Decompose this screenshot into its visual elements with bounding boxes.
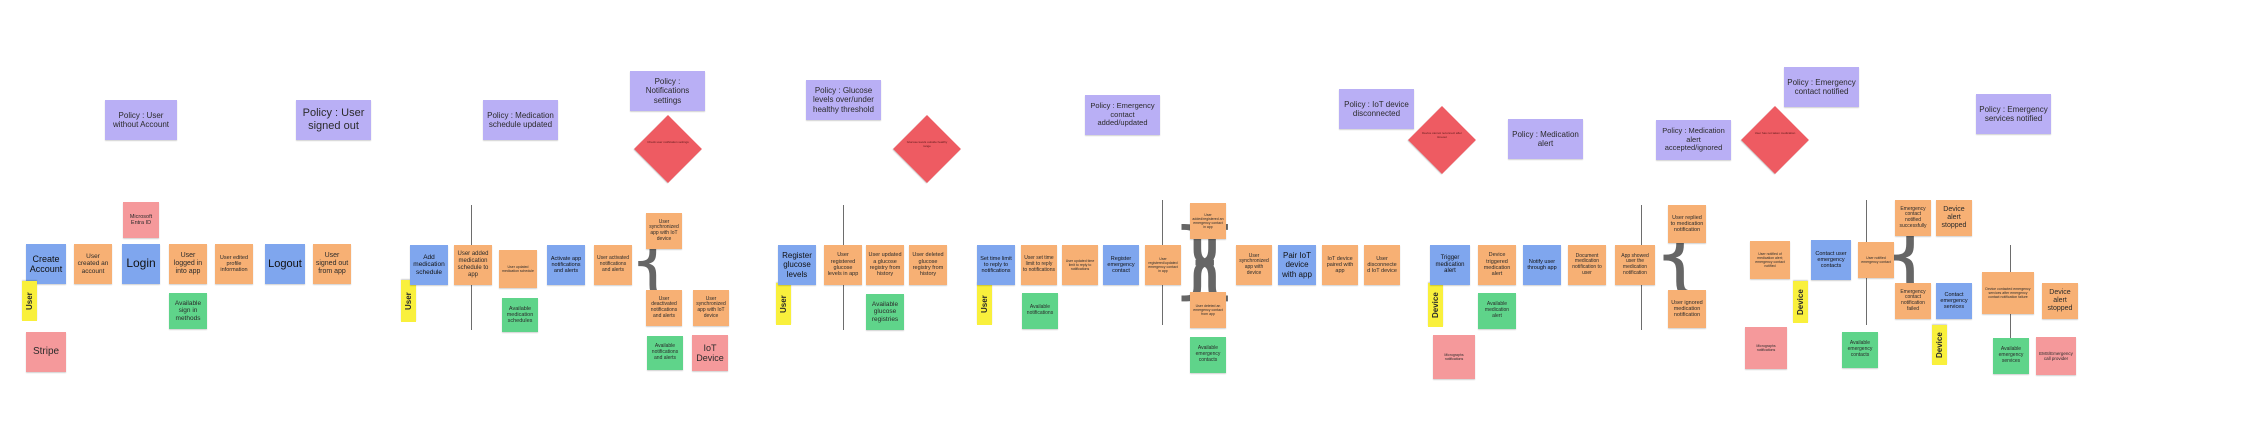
external-system-micrographs[interactable]: Micrographs notifications — [1745, 327, 1787, 369]
event-user-replied[interactable]: User replied to medication notification — [1668, 205, 1706, 243]
read-model-notifications[interactable]: Available notifications — [1022, 293, 1058, 329]
command-contact-emergency-contacts[interactable]: Contact user emergency contacts — [1811, 240, 1851, 280]
event-glucose-updated[interactable]: User updated a glucose registry from his… — [866, 245, 904, 285]
event-contact-registered[interactable]: User registered/updated emergency contac… — [1145, 245, 1181, 285]
read-model-medication-alert[interactable]: Available medication alert — [1478, 293, 1516, 329]
event-services-contacted[interactable]: Device contacted emergency services afte… — [1982, 272, 2034, 314]
policy-iot-device-disconnected[interactable]: Policy : IoT device disconnected — [1339, 89, 1414, 129]
event-device-disconnected[interactable]: User disconnected IoT device — [1364, 245, 1400, 285]
read-model-glucose-registries[interactable]: Available glucose registries — [866, 294, 904, 330]
event-user-updated-schedule[interactable]: User updated medication schedule — [499, 250, 537, 288]
actor-user[interactable]: User — [401, 280, 416, 322]
decision-diamond[interactable] — [893, 115, 961, 183]
event-user-created-account[interactable]: User created an account — [74, 244, 112, 284]
read-model-emergency-services[interactable]: Available emergency services — [1993, 338, 2029, 374]
command-create-account[interactable]: Create Account — [26, 244, 66, 284]
event-app-showed-notification[interactable]: App showed user the medication notificat… — [1615, 245, 1655, 285]
event-user-ignored[interactable]: User ignored medication notification — [1668, 290, 1706, 328]
event-contact-deleted[interactable]: User deleted an emergency contact from a… — [1190, 292, 1226, 328]
event-user-synchronized-device[interactable]: User synchronized app with IoT device — [646, 213, 682, 249]
event-notification-failed[interactable]: Emergency contact notification failed — [1895, 283, 1931, 319]
event-glucose-registered[interactable]: User registered glucose levels in app — [824, 245, 862, 285]
policy-notifications-settings[interactable]: Policy : Notifications settings — [630, 71, 705, 111]
command-add-medication-schedule[interactable]: Add medication schedule — [410, 245, 448, 285]
event-user-deactivated-notifications[interactable]: User deactivated notifications and alert… — [646, 290, 682, 326]
event-document-notification[interactable]: Document medication notification to user — [1568, 245, 1606, 285]
read-model-medication-schedules[interactable]: Available medication schedules — [502, 298, 538, 332]
event-user-synchronized-device[interactable]: User synchronized app with IoT device — [693, 290, 729, 326]
event-device-alert-stopped[interactable]: Device alert stopped — [1936, 200, 1972, 236]
decision-label: Glucose levels outside healthy range — [906, 140, 948, 148]
external-system-stripe[interactable]: Stripe — [26, 332, 66, 372]
external-system-micrographs[interactable]: Micrographs notifications — [1433, 335, 1475, 379]
event-user-signed-out[interactable]: User signed out from app — [313, 244, 351, 284]
actor-device[interactable]: Device — [1428, 283, 1443, 327]
decision-diamond[interactable] — [1408, 106, 1476, 174]
actor-user[interactable]: User — [776, 283, 791, 325]
read-model-notification-settings[interactable]: Available notifications and alerts — [647, 336, 683, 370]
external-system-microsoft[interactable]: Microsoft Entra ID — [123, 202, 159, 238]
command-contact-emergency-services[interactable]: Contact emergency services — [1936, 283, 1972, 319]
event-user-logged-in[interactable]: User logged in into app — [169, 244, 207, 284]
event-user-added-schedule[interactable]: User added medication schedule to app — [454, 245, 492, 285]
external-system-ems-provider[interactable]: EMS/Emergency call provider — [2036, 337, 2076, 375]
decision-diamond[interactable] — [634, 115, 702, 183]
decision-label: Check user notification settings — [647, 140, 689, 144]
command-trigger-medication-alert[interactable]: Trigger medication alert — [1430, 245, 1470, 285]
event-user-edited-profile[interactable]: User edited profile information — [215, 244, 253, 284]
event-user-notified-emergency-contact[interactable]: User notified emergency contact — [1858, 242, 1894, 278]
command-register-glucose[interactable]: Register glucose levels — [778, 245, 816, 285]
decision-diamond[interactable] — [1741, 106, 1809, 174]
read-model-emergency-contacts[interactable]: Available emergency contacts — [1190, 337, 1226, 373]
policy-emergency-contact-notified[interactable]: Policy : Emergency contact notified — [1784, 67, 1859, 107]
policy-glucose-levels-threshold[interactable]: Policy : Glucose levels over/under healt… — [806, 80, 881, 120]
command-notify-user[interactable]: Notify user through app — [1523, 245, 1561, 285]
command-set-time-limit[interactable]: Set time limit to reply to notifications — [977, 245, 1015, 285]
event-time-limit-set[interactable]: User set time limit to reply to notifica… — [1021, 245, 1057, 285]
actor-device[interactable]: Device — [1932, 325, 1947, 365]
external-system-iot-device[interactable]: IoT Device — [692, 335, 728, 371]
actor-device[interactable]: Device — [1793, 281, 1808, 323]
event-device-triggered-alert[interactable]: Device triggered medication alert — [1478, 245, 1516, 285]
policy-user-without-account[interactable]: Policy : User without Account — [105, 100, 177, 140]
actor-user[interactable]: User — [977, 283, 992, 325]
command-logout[interactable]: Logout — [265, 244, 305, 284]
event-user-activated-notifications[interactable]: User activated notifications and alerts — [594, 245, 632, 285]
policy-medication-alert[interactable]: Policy : Medication alert — [1508, 119, 1583, 159]
decision-label: Device cannot reconnect after timeout — [1422, 131, 1462, 139]
policy-emergency-contact-added-updated[interactable]: Policy : Emergency contact added/updated — [1085, 95, 1160, 135]
event-contact-added[interactable]: User added/registered an emergency conta… — [1190, 203, 1226, 239]
command-login[interactable]: Login — [122, 244, 160, 284]
event-device-paired[interactable]: IoT device paired with app — [1322, 245, 1358, 285]
read-model-sign-in-methods[interactable]: Available sign in methods — [169, 293, 207, 329]
policy-user-signed-out[interactable]: Policy : User signed out — [296, 100, 371, 140]
policy-emergency-services-notified[interactable]: Policy : Emergency services notified — [1976, 94, 2051, 134]
event-contact-notified-successfully[interactable]: Emergency contact notified successfully — [1895, 200, 1931, 236]
command-register-emergency-contact[interactable]: Register emergency contact — [1103, 245, 1139, 285]
event-user-notified-alert[interactable]: User notified of medication alert; emerg… — [1750, 241, 1790, 279]
decision-label: User has not taken medication — [1754, 131, 1796, 135]
command-pair-iot-device[interactable]: Pair IoT device with app — [1278, 245, 1316, 285]
event-glucose-deleted[interactable]: User deleted glucose registry from histo… — [909, 245, 947, 285]
event-device-alert-stopped[interactable]: Device alert stopped — [2042, 283, 2078, 319]
event-time-limit-updated[interactable]: User updated time limit to reply to noti… — [1062, 245, 1098, 285]
event-user-synchronized-with-device[interactable]: User synchronized app with device — [1236, 245, 1272, 285]
policy-medication-alert-accepted-ignored[interactable]: Policy : Medication alert accepted/ignor… — [1656, 120, 1731, 160]
actor-user[interactable]: User — [22, 281, 37, 321]
read-model-emergency-contacts[interactable]: Available emergency contacts — [1842, 332, 1878, 368]
command-activate-notifications[interactable]: Activate app notifications and alerts — [547, 245, 585, 285]
policy-medication-schedule-updated[interactable]: Policy : Medication schedule updated — [483, 100, 558, 140]
